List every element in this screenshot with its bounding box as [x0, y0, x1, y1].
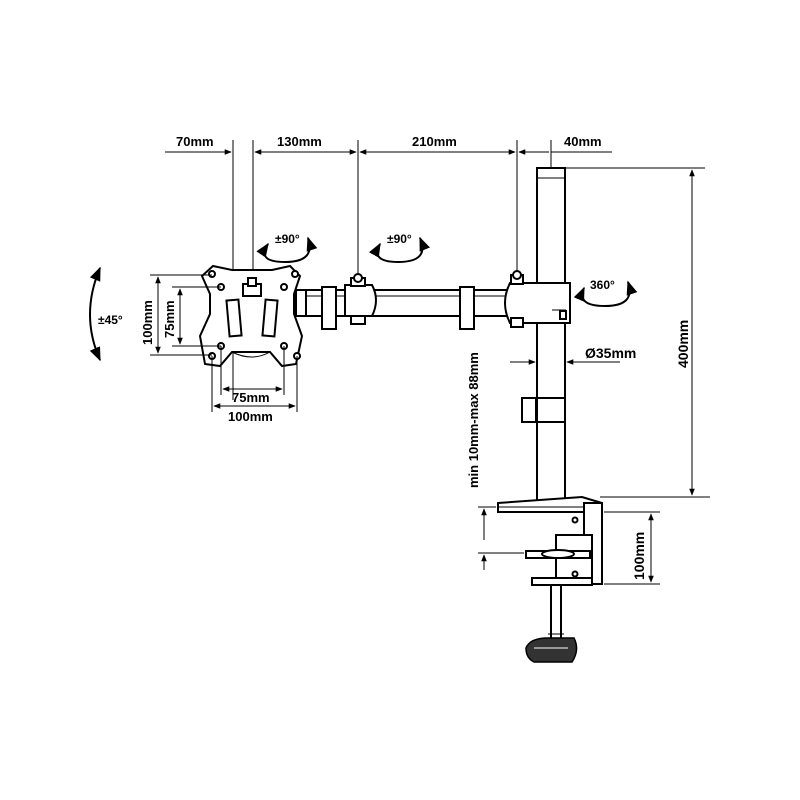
- vesa-height-dimensions: [150, 274, 221, 356]
- dim-vesa-75mm-horizontal: 75mm: [232, 390, 270, 405]
- pole: [521, 167, 566, 504]
- dim-40mm-label: 40mm: [564, 134, 602, 149]
- dim-vesa-75mm-vertical: 75mm: [162, 300, 177, 338]
- arm: [295, 270, 571, 330]
- height-dimension: [565, 167, 710, 498]
- swivel-arm-arrow-icon: [368, 236, 431, 264]
- rotation-pole-label: 360°: [590, 278, 615, 292]
- clamp-range-dimension: [478, 506, 524, 570]
- rotation-tilt-label: ±45°: [98, 313, 123, 327]
- dim-70mm-label: 70mm: [176, 134, 214, 149]
- pole-rotation-arrow-icon: [573, 280, 638, 308]
- dim-pole-diameter-label: Ø35mm: [585, 345, 636, 361]
- dim-clamp-range-label: min 10mm-max 88mm: [466, 352, 481, 488]
- dim-130mm-label: 130mm: [277, 134, 322, 149]
- desk-clamp: [497, 495, 603, 663]
- swivel-head-arrow-icon: [256, 236, 318, 264]
- vesa-plate: [198, 264, 304, 368]
- dim-400mm-label: 400mm: [675, 320, 691, 368]
- dim-210mm-label: 210mm: [412, 134, 457, 149]
- vesa-width-dimensions: [211, 346, 298, 412]
- clamp-depth-dimension: [604, 511, 660, 585]
- dim-vesa-100mm-vertical: 100mm: [140, 300, 155, 345]
- rotation-swivel-arm-label: ±90°: [387, 232, 412, 246]
- tilt-arrow-icon: [89, 266, 101, 362]
- dim-clamp-100mm-label: 100mm: [631, 532, 647, 580]
- dim-vesa-100mm-horizontal: 100mm: [228, 409, 273, 424]
- rotation-swivel-head-label: ±90°: [275, 232, 300, 246]
